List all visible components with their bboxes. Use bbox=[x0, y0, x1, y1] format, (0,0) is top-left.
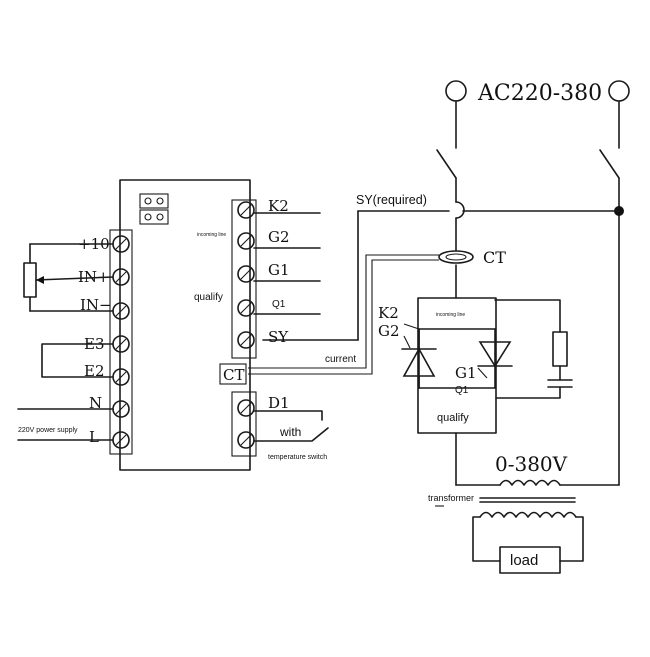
scr-right bbox=[478, 341, 512, 368]
svg-text:K2: K2 bbox=[268, 197, 289, 215]
supply-label: AC220-380 bbox=[477, 81, 602, 106]
ct-terminal-label: CT bbox=[223, 366, 244, 384]
transformer-label: transformer bbox=[428, 493, 474, 503]
terminal-d1: D1 bbox=[237, 394, 290, 417]
terminal-q1: Q1 bbox=[237, 299, 321, 317]
svg-text:L: L bbox=[89, 428, 99, 446]
potentiometer bbox=[23, 243, 114, 312]
terminal-d2 bbox=[237, 431, 255, 449]
temperature-switch-note: temperature switch bbox=[268, 454, 327, 461]
with-label: with bbox=[279, 425, 301, 439]
controller-module bbox=[109, 179, 251, 471]
temperature-switch bbox=[253, 410, 329, 442]
qualify-label: qualify bbox=[194, 292, 223, 303]
snubber-resistor bbox=[552, 331, 568, 367]
right-terminal-strip: incoming line qualify K2 G2 G1 Q1 SY bbox=[194, 197, 321, 359]
terminal-in-minus: IN− bbox=[80, 296, 130, 320]
terminal-g1: G1 bbox=[237, 261, 321, 283]
supply-terminal-right bbox=[608, 80, 630, 102]
terminal-e2: E2 bbox=[84, 362, 130, 386]
svg-text:IN−: IN− bbox=[80, 296, 112, 314]
current-transformer: CT current bbox=[248, 248, 506, 375]
left-terminal-strip: +10 IN+ IN− E3 E2 N L bbox=[78, 235, 130, 449]
output-section: 0-380V transformer load bbox=[428, 432, 620, 574]
temperature-terminal-strip: D1 with temperature switch bbox=[231, 391, 329, 461]
terminal-k2: K2 bbox=[237, 197, 321, 219]
svg-text:E2: E2 bbox=[84, 362, 105, 380]
load-label: load bbox=[510, 552, 538, 569]
thyristor-k2-label: K2 bbox=[378, 304, 399, 322]
thyristor-qualify-label: qualify bbox=[437, 412, 469, 424]
thyristor-module: incoming line K2 G2 G1 Q1 qualify bbox=[378, 264, 573, 434]
sy-required-label: SY(required) bbox=[356, 193, 427, 207]
ct-terminal-box bbox=[219, 363, 247, 385]
svg-text:G2: G2 bbox=[268, 228, 290, 246]
terminal-l: L bbox=[89, 428, 130, 449]
sy-line: SY(required) bbox=[262, 193, 620, 341]
power-supply-note: 220V power supply bbox=[18, 427, 78, 434]
transformer-primary bbox=[499, 479, 561, 486]
terminal-n: N bbox=[89, 394, 130, 418]
supply-section: AC220-380 bbox=[436, 80, 630, 486]
ct-label: CT bbox=[483, 248, 506, 267]
output-voltage-label: 0-380V bbox=[495, 452, 568, 476]
jumper-block-bottom bbox=[139, 209, 169, 225]
thyristor-incoming-note: incoming line bbox=[436, 312, 465, 318]
switch-left bbox=[436, 149, 457, 179]
thyristor-g1-label: G1 bbox=[455, 364, 477, 382]
transformer-secondary bbox=[479, 511, 577, 518]
jumper-block-top bbox=[139, 193, 169, 209]
svg-text:D1: D1 bbox=[268, 394, 290, 412]
current-label: current bbox=[325, 354, 356, 365]
terminal-g2: G2 bbox=[237, 228, 321, 250]
supply-terminal-left bbox=[445, 80, 467, 102]
switch-right bbox=[599, 149, 620, 179]
thyristor-g2-label: G2 bbox=[378, 322, 400, 340]
svg-text:Q1: Q1 bbox=[272, 299, 286, 310]
svg-text:SY: SY bbox=[268, 328, 289, 346]
load-box bbox=[499, 546, 561, 574]
incoming-line-note: incoming line bbox=[197, 232, 226, 238]
e3-e2-jumper bbox=[41, 343, 114, 378]
svg-text:N: N bbox=[89, 394, 102, 412]
terminal-sy: SY bbox=[237, 328, 289, 349]
thyristor-q1-label: Q1 bbox=[455, 385, 469, 396]
svg-text:G1: G1 bbox=[268, 261, 290, 279]
